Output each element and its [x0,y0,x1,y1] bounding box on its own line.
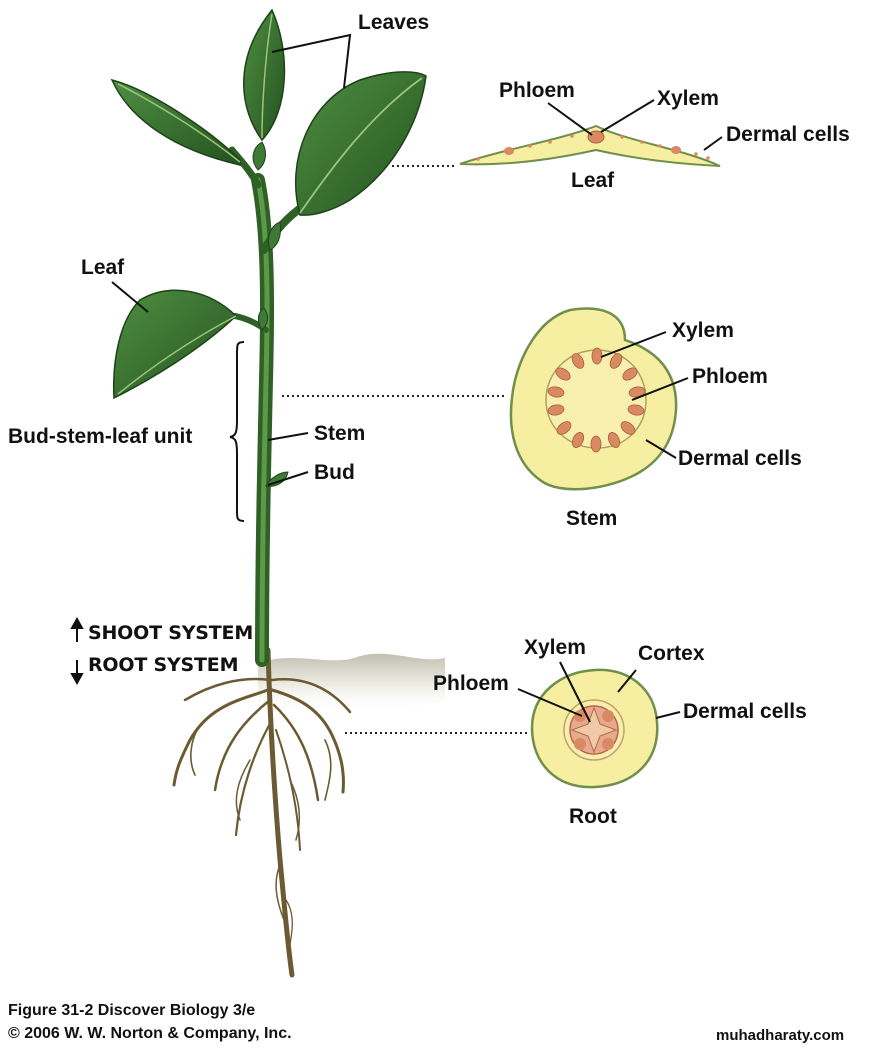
leaf-xylem-label: Xylem [657,87,719,110]
leaves-label: Leaves [358,11,430,34]
dotted-connectors [282,165,528,734]
leaf-label: Leaf [81,256,125,279]
leaf-dermal-cells-label: Dermal cells [726,123,850,146]
bud-label: Bud [314,461,355,484]
plant-leader-lines [111,33,352,522]
root-cross-section [530,668,659,789]
stem-section-caption: Stem [566,507,618,530]
root-dermal-cells-label: Dermal cells [683,700,807,723]
section-leader-lines [517,99,723,723]
leaf-cross-section [459,124,721,167]
leaf-phloem-label: Phloem [499,79,575,102]
leaves-drawing [110,8,427,487]
leaf-section-caption: Leaf [571,169,615,192]
stem-dermal-cells-label: Dermal cells [678,447,802,470]
root-cortex-label: Cortex [638,642,705,665]
bud-stem-leaf-unit-label: Bud-stem-leaf unit [8,425,193,448]
stem-cross-section [509,307,678,491]
site-watermark: muhadharaty.com [716,1027,845,1044]
figure-caption: Figure 31-2 Discover Biology 3/e [8,1002,256,1019]
main-stem [228,146,309,667]
root-xylem-label: Xylem [524,636,586,659]
shoot-system-label: SHOOT SYSTEM [88,622,254,644]
system-arrows [70,616,84,686]
stem-xylem-label: Xylem [672,319,734,342]
copyright-line: © 2006 W. W. Norton & Company, Inc. [8,1025,292,1042]
soil-surface [258,653,445,714]
stem-label: Stem [314,422,366,445]
root-phloem-label: Phloem [433,672,509,695]
stem-phloem-label: Phloem [692,365,768,388]
root-system-drawing [172,647,352,978]
root-section-caption: Root [569,805,617,828]
root-system-label: ROOT SYSTEM [88,654,239,676]
